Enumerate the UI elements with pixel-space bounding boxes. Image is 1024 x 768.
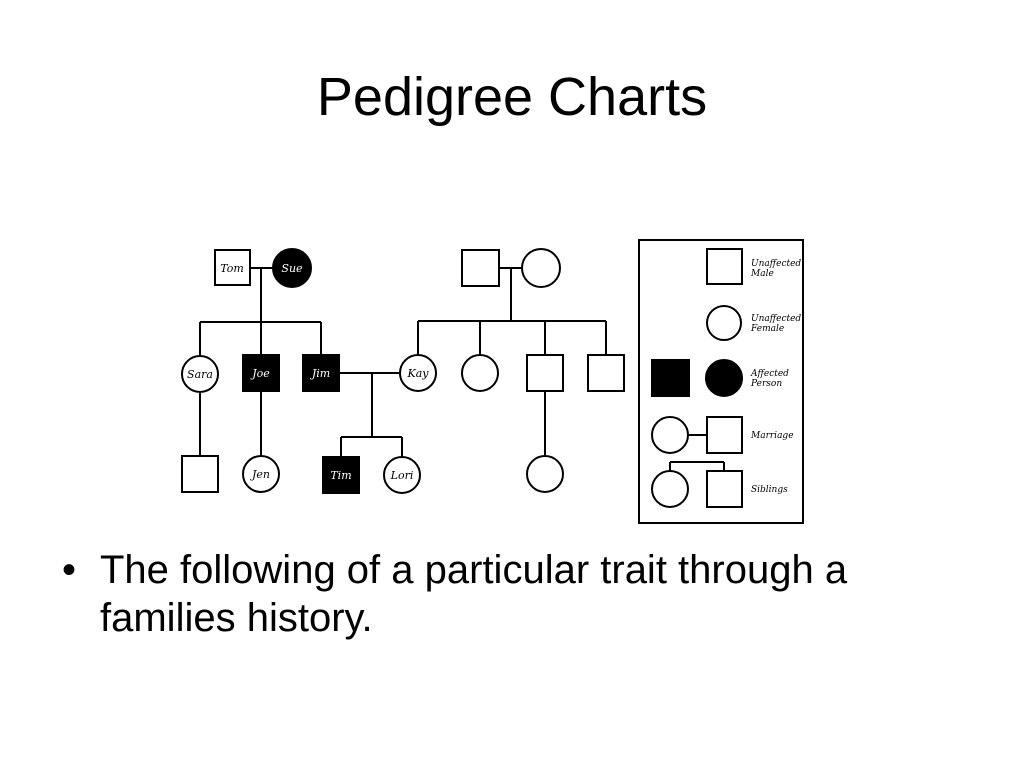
- bullet-text: The following of a particular trait thro…: [100, 548, 848, 640]
- unaffected-male-symbol: [461, 249, 500, 287]
- pedigree-diagram: Tom Sue Sara Joe Jim Kay: [170, 232, 820, 532]
- legend-unaffected-male-label-1: Unaffected: [751, 259, 801, 269]
- unaffected-female-symbol: [521, 248, 561, 288]
- person-tom: Tom: [214, 249, 251, 286]
- legend-marriage-label: Marriage: [750, 431, 794, 441]
- person-label-sara: Sara: [187, 368, 213, 381]
- unaffected-female-symbol: [461, 354, 499, 392]
- person-jim: Jim: [302, 354, 340, 392]
- pedigree-lines: [199, 267, 607, 457]
- person-label-lori: Lori: [390, 469, 414, 482]
- person-sue: Sue: [272, 248, 312, 288]
- bullet-item: • The following of a particular trait th…: [62, 546, 982, 642]
- legend-marriage-female-symbol: [651, 416, 689, 454]
- person-sara: Sara: [181, 355, 219, 393]
- person-label-tom: Tom: [220, 262, 244, 275]
- unaffected-male-symbol: [526, 354, 564, 392]
- slide-title: Pedigree Charts: [316, 67, 708, 127]
- person-label-tim: Tim: [330, 469, 351, 482]
- unaffected-female-symbol: [181, 355, 219, 393]
- person-label-sue: Sue: [281, 262, 303, 275]
- legend-marriage-male-symbol: [706, 416, 743, 454]
- affected-male-symbol: [242, 354, 280, 392]
- unaffected-male-symbol: [214, 249, 251, 286]
- person-joe: Joe: [242, 354, 280, 392]
- bullet-marker: •: [62, 548, 77, 592]
- person-label-joe: Joe: [250, 367, 270, 380]
- affected-female-symbol: [272, 248, 312, 288]
- legend-affected-person-label-2: Person: [750, 379, 782, 389]
- unaffected-female-symbol: [242, 455, 280, 493]
- person-jen: Jen: [242, 455, 280, 493]
- legend-unaffected-male-label-2: Male: [750, 269, 774, 279]
- legend-unaffected-female-symbol: [706, 305, 742, 341]
- unaffected-male-symbol: [181, 455, 219, 493]
- person-label-jim: Jim: [310, 367, 330, 380]
- legend: Unaffected Male Unaffected Female Affect…: [638, 239, 804, 524]
- unaffected-female-symbol: [526, 455, 564, 493]
- unaffected-female-symbol: [383, 456, 421, 494]
- person-lori: Lori: [383, 456, 421, 494]
- person-kay: Kay: [399, 354, 437, 392]
- person-label-jen: Jen: [250, 468, 270, 481]
- legend-siblings-lines: [669, 461, 725, 471]
- unaffected-male-symbol: [587, 354, 625, 392]
- legend-siblings-male-symbol: [706, 470, 743, 508]
- legend-unaffected-male-symbol: [706, 248, 743, 285]
- person-tim: Tim: [322, 456, 360, 494]
- pedigree-svg: Tom Sue Sara Joe Jim Kay: [181, 239, 804, 524]
- affected-male-symbol: [322, 456, 360, 494]
- unaffected-female-symbol: [399, 354, 437, 392]
- person-label-kay: Kay: [407, 367, 430, 380]
- legend-unaffected-female-label-1: Unaffected: [751, 314, 801, 324]
- legend-siblings-female-symbol: [651, 470, 689, 508]
- legend-siblings-label: Siblings: [751, 485, 788, 495]
- legend-unaffected-female-label-2: Female: [750, 324, 784, 334]
- legend-affected-male-symbol: [651, 359, 690, 397]
- bullet-list: • The following of a particular trait th…: [62, 546, 982, 642]
- legend-affected-female-symbol: [705, 359, 743, 397]
- legend-affected-person-label-1: Affected: [750, 369, 789, 379]
- affected-male-symbol: [302, 354, 340, 392]
